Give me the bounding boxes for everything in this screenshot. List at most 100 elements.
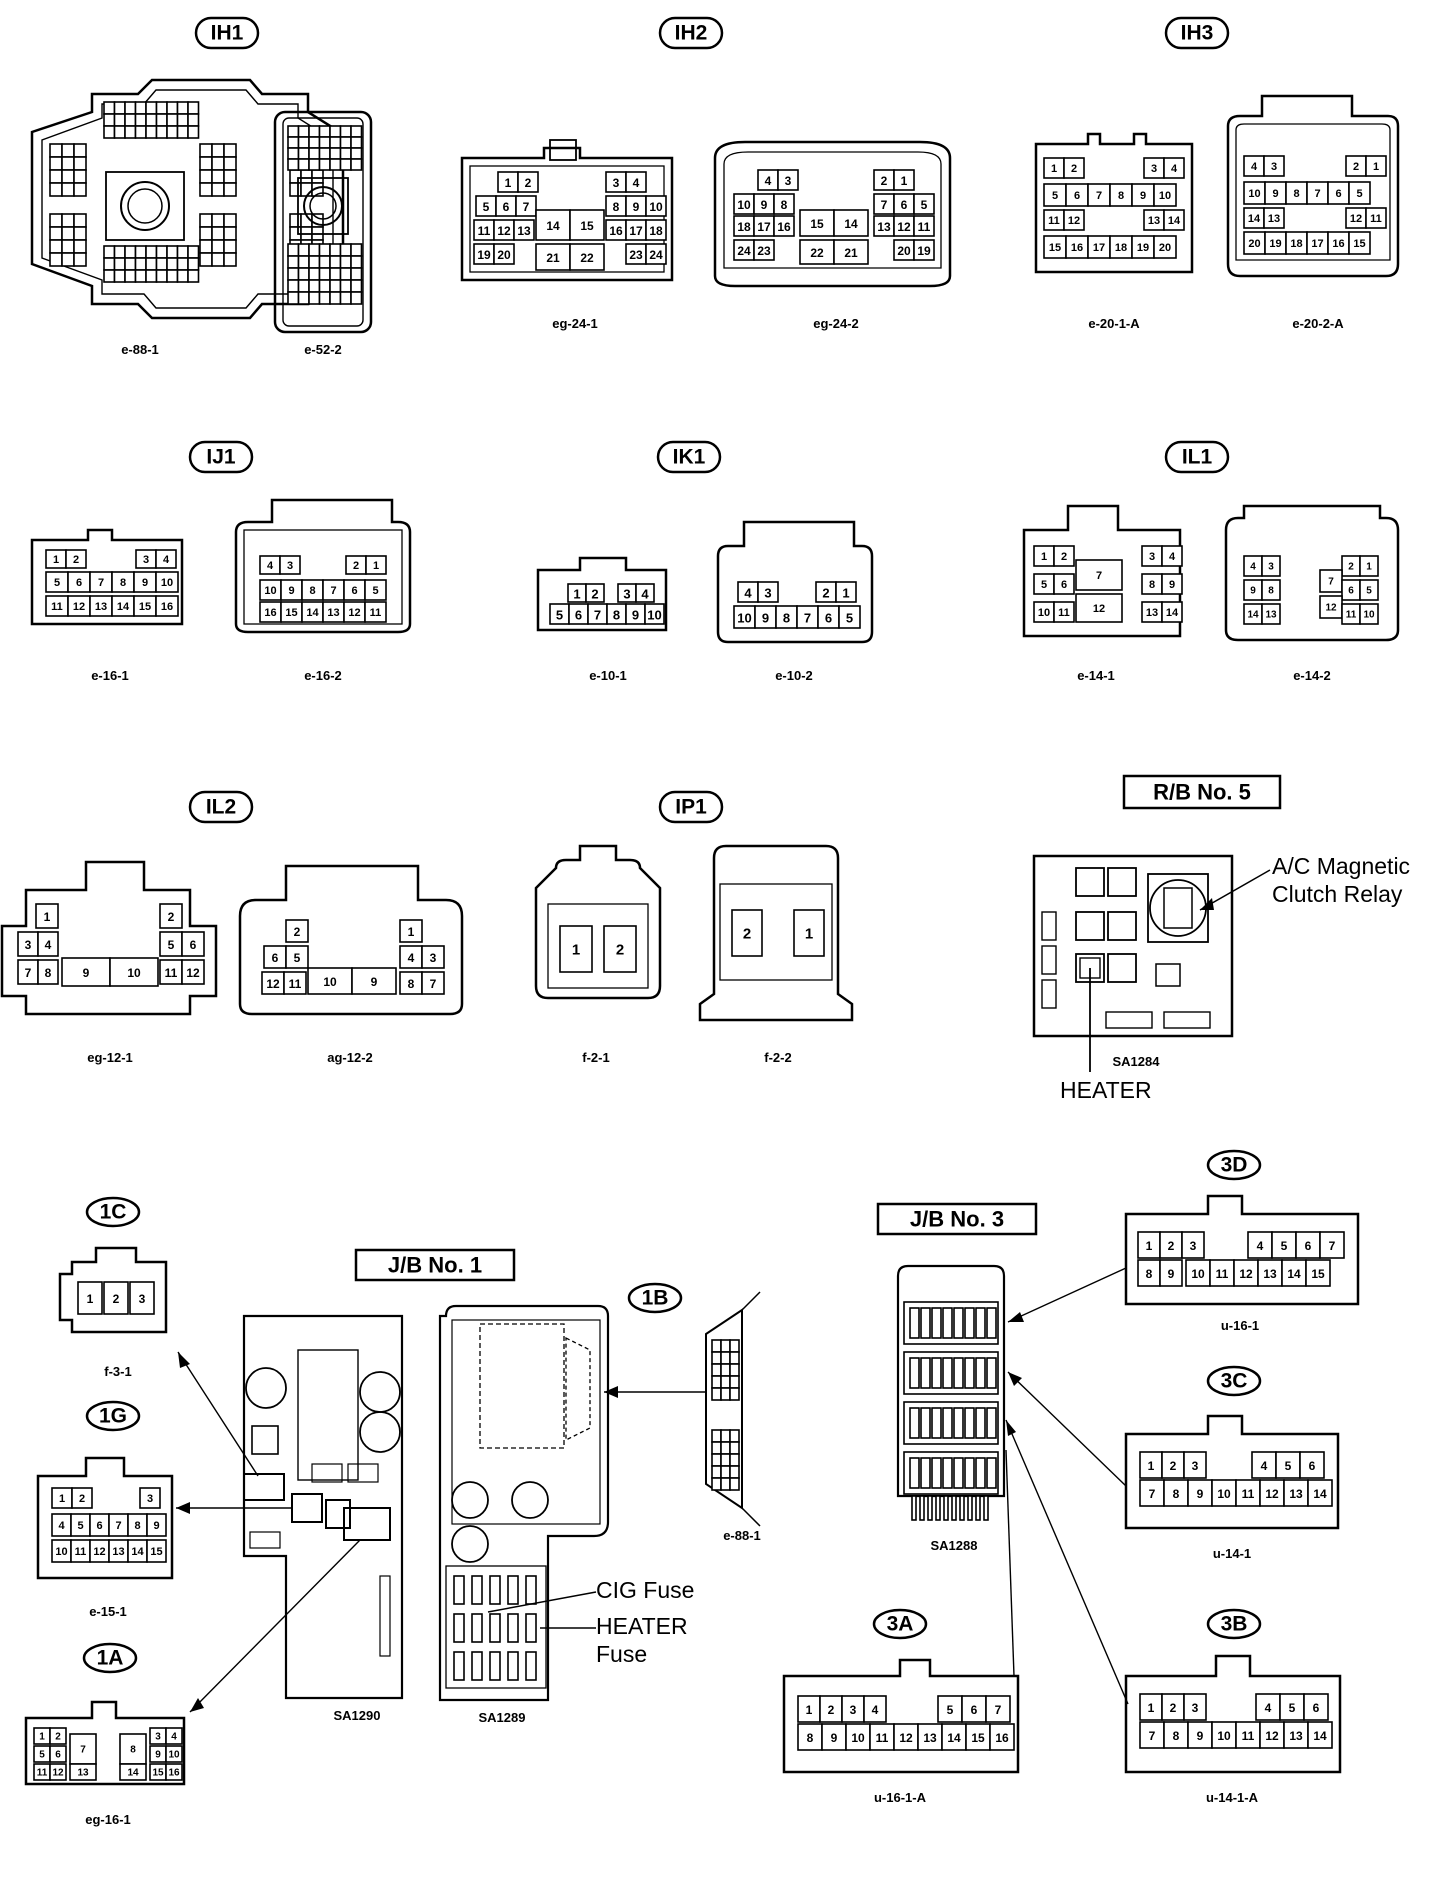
- f-2-1-cell: [603, 925, 637, 973]
- u-16-1-pin-label: 11: [1216, 1267, 1229, 1281]
- e-20-2-a-cell: [1263, 207, 1285, 229]
- eg-24-2-pin-label: 19: [917, 244, 931, 258]
- e-14-2-pin-label: 8: [1268, 586, 1274, 597]
- jb1fuses-cell: [525, 1651, 537, 1681]
- e88-grid-cell: [300, 169, 313, 184]
- e52-grid-cell: [308, 136, 321, 149]
- e-14-1-pin-label: 5: [1041, 579, 1047, 591]
- e-15-1-cell: [71, 1487, 93, 1509]
- eg-16-1-pin-label: 16: [168, 1768, 180, 1779]
- e-10-1-pin-label: 1: [573, 587, 580, 602]
- e-10-1-pin-label: 2: [591, 587, 598, 602]
- e881side-cell: [729, 1387, 740, 1401]
- jb3inner-cell: [975, 1495, 981, 1521]
- e52-grid-cell: [350, 136, 363, 149]
- jb1-leader-lines: [176, 1351, 706, 1713]
- e88-grid-cell: [223, 182, 237, 197]
- connector-code-e-14-2: e-14-2: [1293, 668, 1331, 683]
- e-14-1-cell: [1053, 545, 1075, 567]
- e-16-2-pin-label: 8: [309, 585, 315, 597]
- e881side-cell: [711, 1465, 722, 1479]
- jb3inner-cell: [953, 1357, 964, 1389]
- e-16-1-cell: [65, 549, 87, 569]
- u-14-1-pin-label: 7: [1149, 1487, 1156, 1501]
- e-20-2-a-pin-label: 7: [1314, 188, 1320, 200]
- eg-16-1-pin-label: 14: [127, 1768, 139, 1779]
- connector-code-e-10-2: e-10-2: [775, 668, 813, 683]
- u-16-1-a-pin-label: 5: [947, 1703, 954, 1717]
- u-16-1-a-cell: [941, 1723, 967, 1751]
- f-2-2-pin-label: 1: [805, 926, 813, 943]
- e-16-2-cell: [364, 579, 387, 601]
- e881side-cell: [729, 1465, 740, 1479]
- e88-grid-cell: [73, 182, 87, 197]
- u-14-1-pin-label: 6: [1309, 1459, 1316, 1473]
- e-52-2-pin-grid: [287, 125, 363, 305]
- e-20-2-a-cell: [1365, 155, 1387, 177]
- u-16-1-a-cell: [797, 1723, 823, 1751]
- jb1-block: J/B No. 1 SA1290 SA1289 CIG Fuse HEATER …: [242, 1248, 694, 1725]
- connector-code-e-52-2: e-52-2: [304, 342, 342, 357]
- e88-grid-cell: [199, 156, 213, 171]
- e88-grid-cell: [61, 156, 75, 171]
- rb5-title: R/B No. 5: [1153, 780, 1251, 805]
- jb3inner-cell: [920, 1407, 931, 1439]
- jb1fuses-cell: [471, 1575, 483, 1605]
- f-3-1-pin-label: 2: [113, 1292, 120, 1306]
- connector-code-e-16-2: e-16-2: [304, 668, 342, 683]
- e-10-1-cell: [585, 583, 605, 603]
- ag-12-2-cell: [285, 919, 309, 943]
- rb5-heater-label: HEATER: [1060, 1077, 1152, 1103]
- jb3inner-cell: [931, 1307, 942, 1339]
- e88-grid-cell: [187, 257, 200, 271]
- f-2-2-cell: [793, 909, 825, 957]
- eg-24-1-pin-label: 16: [609, 224, 623, 238]
- e-16-2-pin-label: 1: [373, 560, 379, 572]
- connector-code-e-14-1: e-14-1: [1077, 668, 1115, 683]
- eg-24-2-pin-label: 3: [785, 174, 792, 188]
- e52-grid-cell: [329, 243, 342, 257]
- u-16-1-a-pin-label: 9: [831, 1731, 838, 1745]
- group-id-ik1: IK1: [673, 446, 706, 469]
- e-20-1-a-cell: [1163, 209, 1185, 231]
- e-15-1-cell: [146, 1539, 167, 1563]
- e88-grid-cell: [49, 182, 63, 197]
- ag-12-2-cell: [399, 919, 423, 943]
- u-16-1-pin-label: 3: [1190, 1239, 1197, 1253]
- e881side-cell: [711, 1351, 722, 1365]
- e-20-1-a-pin-label: 8: [1118, 190, 1124, 202]
- u-14-1-cell: [1187, 1479, 1213, 1507]
- jb1fuses-cell: [453, 1651, 465, 1681]
- jb3inner-cell: [975, 1407, 986, 1439]
- group-header-ip1: IP1: [658, 790, 724, 824]
- e-20-1-a-pin-label: 2: [1071, 163, 1077, 175]
- e88-grid-cell: [124, 245, 137, 259]
- u-16-1-cell: [1159, 1259, 1183, 1287]
- group-header-il2: IL2: [188, 790, 254, 824]
- e-14-1-cell: [1053, 573, 1075, 595]
- u-16-1-pin-label: 12: [1239, 1267, 1253, 1281]
- e-15-1-pin-label: 10: [55, 1546, 67, 1558]
- e88-grid-cell: [73, 156, 87, 171]
- e-16-1-cell: [155, 571, 179, 593]
- e88-grid-cell: [61, 226, 75, 241]
- e-10-2-pin-label: 8: [783, 611, 790, 626]
- jb3inner-cell: [964, 1407, 975, 1439]
- f-3-1-cell: [129, 1281, 155, 1315]
- eg-12-1-pin-label: 6: [190, 938, 197, 952]
- u-16-1-cell: [1181, 1231, 1205, 1259]
- e-10-2-pin-label: 7: [804, 611, 811, 626]
- e52-grid-cell: [329, 291, 342, 305]
- connector-code-e-15-1: e-15-1: [89, 1604, 127, 1619]
- connector-code-u-16-1: u-16-1: [1221, 1318, 1259, 1333]
- eg-24-2-pin-label: 15: [810, 217, 824, 231]
- e88-grid-cell: [49, 143, 63, 158]
- u-14-1-a-pin-label: 5: [1289, 1701, 1296, 1715]
- u-14-1-pin-label: 8: [1173, 1487, 1180, 1501]
- e52-grid-cell: [339, 255, 352, 269]
- eg-24-1-pin-label: 11: [478, 224, 491, 238]
- u-16-1-cell: [1305, 1259, 1331, 1287]
